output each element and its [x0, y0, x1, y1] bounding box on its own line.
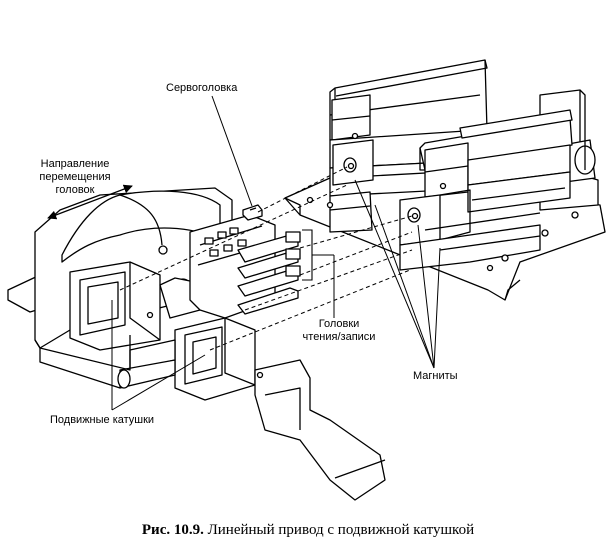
- direction-double-arrow-icon: [47, 184, 133, 220]
- direction-label-line-2: перемещения: [39, 171, 111, 183]
- rw-heads-label-line-2: чтения/записи: [302, 331, 376, 343]
- carriage-assembly: [7, 187, 386, 501]
- moving-coils-label: Подвижные катушки: [50, 414, 155, 426]
- figure-caption-number: Рис. 10.9.: [141, 522, 204, 538]
- leader-lines: [111, 95, 441, 411]
- servo-head-label: Сервоголовка: [166, 82, 238, 94]
- figure-caption-text: Линейный привод с подвижной катушкой: [207, 522, 475, 538]
- direction-label-line-3: головок: [55, 184, 95, 196]
- direction-label: Направление перемещения головок: [34, 158, 116, 197]
- direction-label-line-1: Направление: [40, 158, 110, 170]
- magnets-label: Магниты: [413, 370, 458, 382]
- magnet-assembly: [284, 59, 606, 301]
- rw-heads-label-line-1: Головки: [318, 318, 360, 330]
- travel-lines: [119, 166, 413, 351]
- figure-caption: Рис. 10.9. Линейный привод с подвижной к…: [0, 522, 616, 539]
- rw-heads-label: Головки чтения/записи: [294, 318, 384, 344]
